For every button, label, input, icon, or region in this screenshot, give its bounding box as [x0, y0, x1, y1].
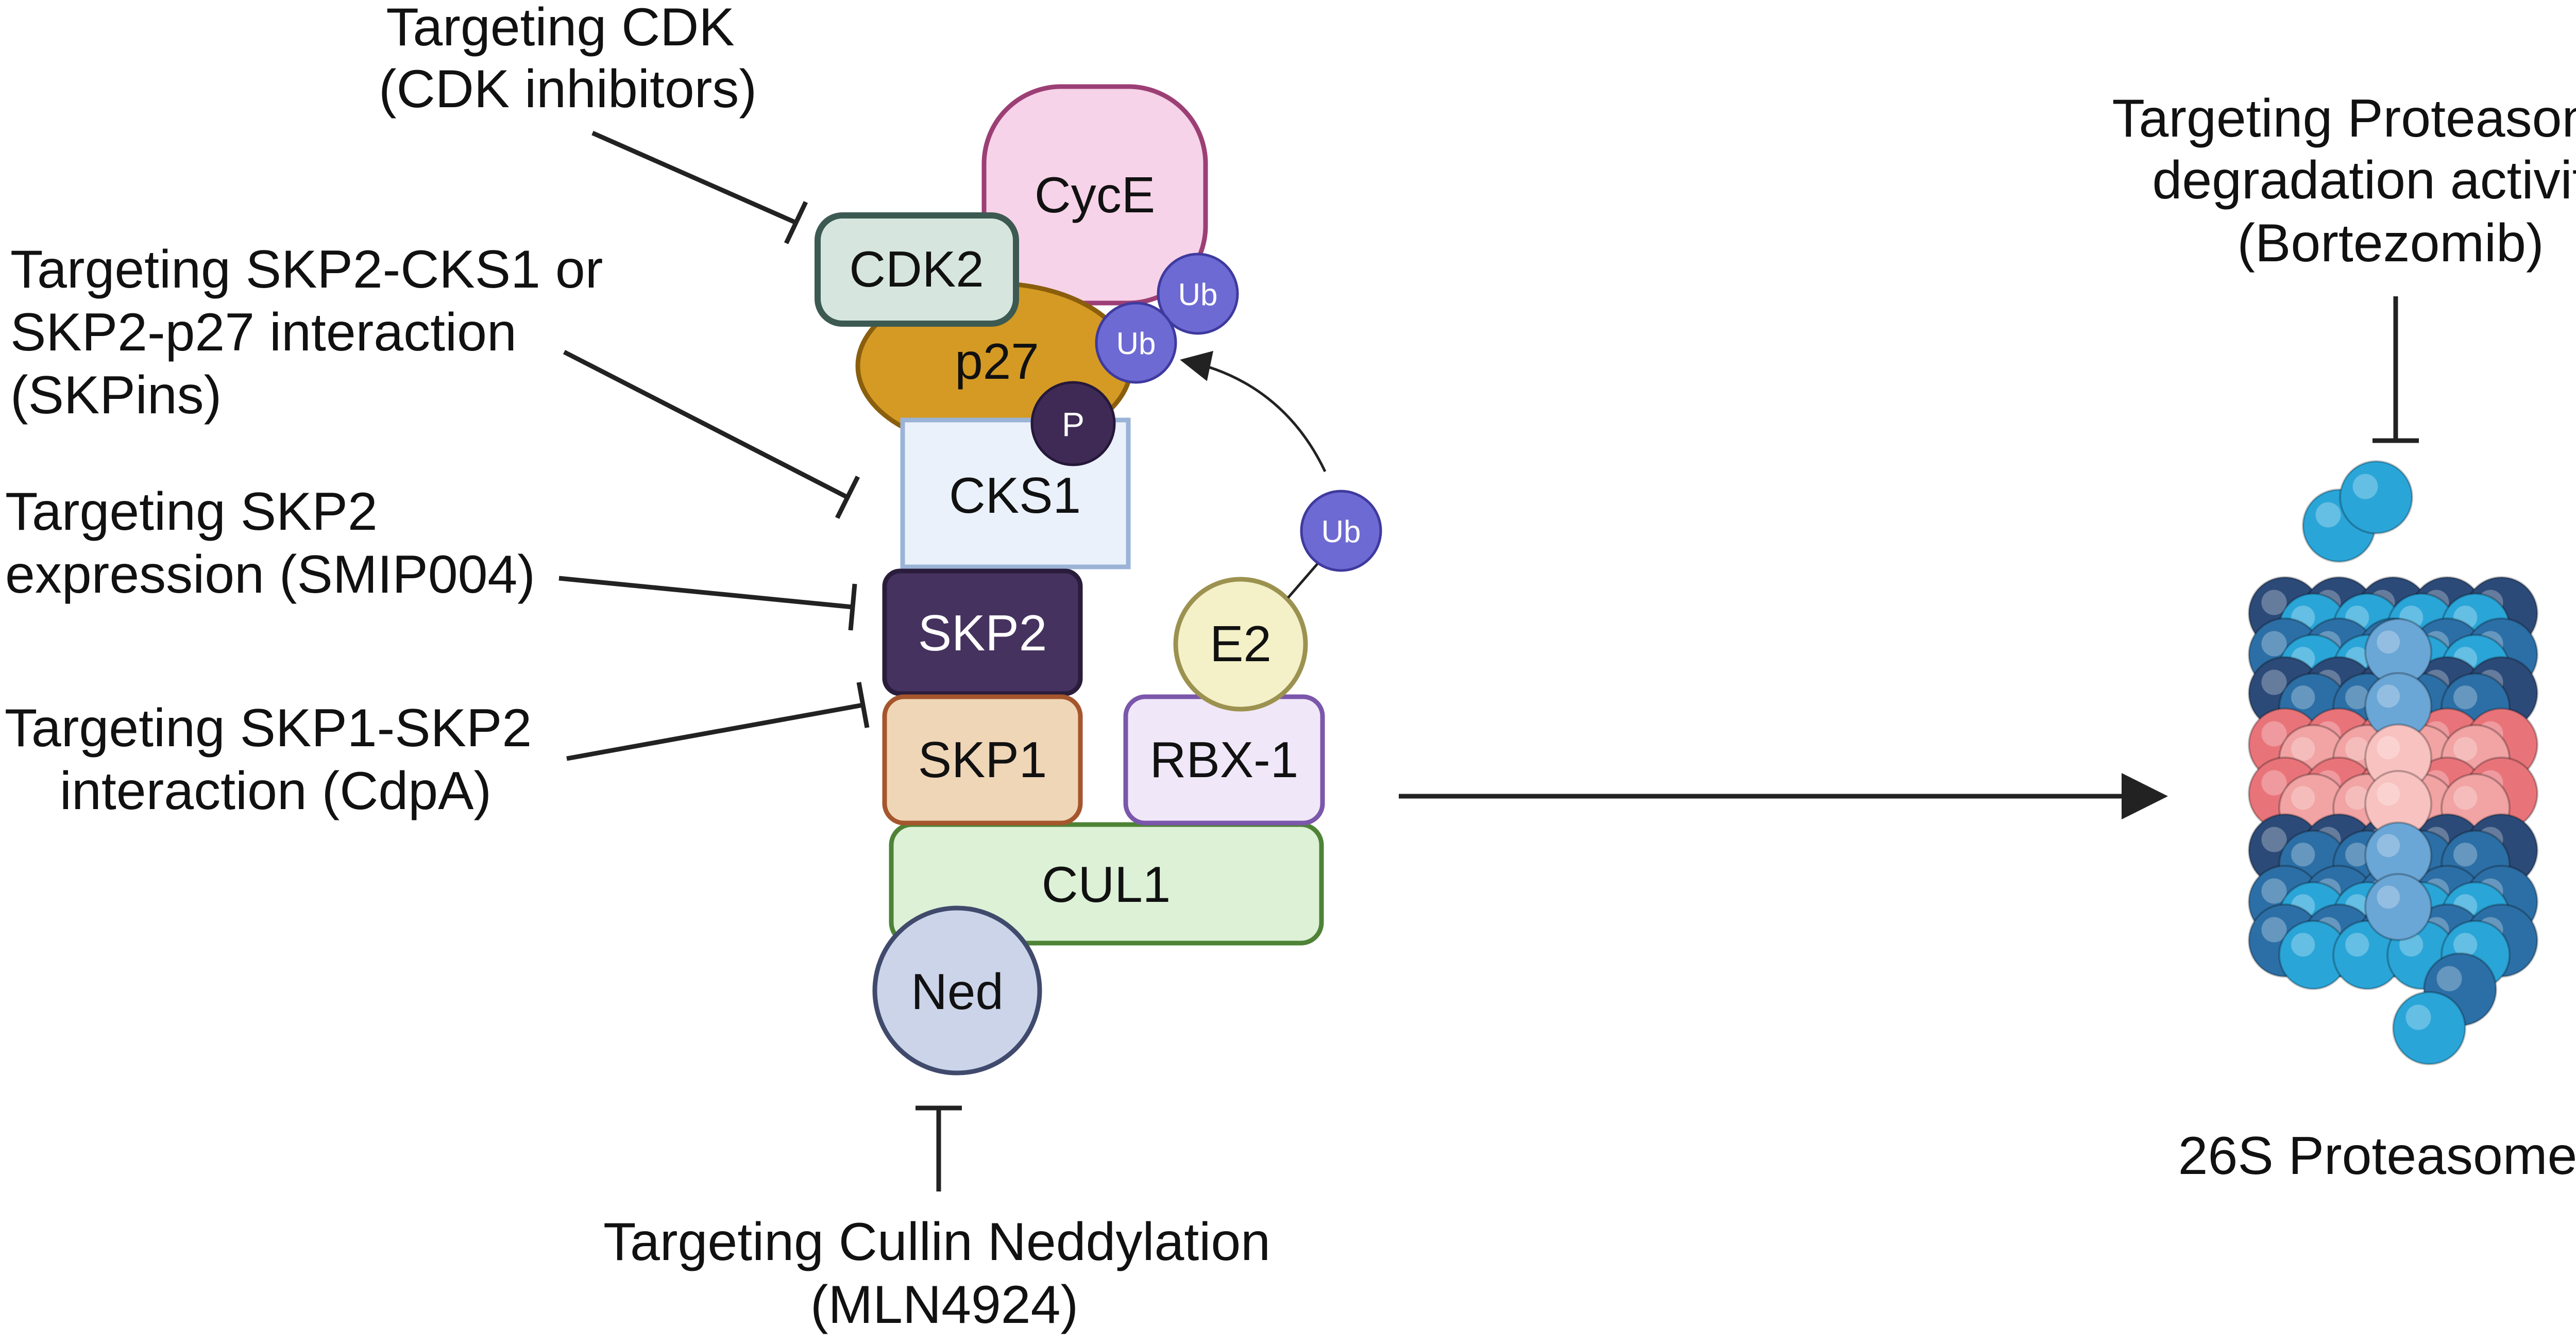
inhibitor-label-skp1-skp2: Targeting SKP1-SKP2 interaction (CdpA)	[5, 698, 547, 821]
proteasome-subunit-highlight	[2377, 630, 2400, 654]
cyce-node: CycE	[981, 84, 1208, 306]
proteasome-subunit-highlight	[2261, 827, 2287, 852]
skp2-node: SKP2	[882, 568, 1083, 696]
proteasome-subunit-highlight	[2436, 966, 2462, 992]
proteasome-subunit-highlight	[2345, 786, 2369, 810]
skp1-node: SKP1	[882, 694, 1083, 826]
proteasome-subunit	[2339, 460, 2413, 534]
e2-ub-connector	[1287, 558, 1323, 599]
inhibitor-line-neddylation	[916, 1105, 962, 1191]
cdk2-label: CDK2	[849, 241, 984, 297]
proteasome-subunit	[2392, 991, 2466, 1065]
skp1-label: SKP1	[918, 731, 1047, 788]
inhibitor-label-cdk: Targeting CDK (CDK inhibitors)	[379, 0, 757, 119]
proteasome-subunit-highlight	[2261, 590, 2287, 615]
inhibitor-line-skp1-skp2	[566, 682, 870, 761]
p27-label: p27	[955, 333, 1039, 390]
proteasome-subunit-highlight	[2345, 737, 2369, 761]
proteasome-subunit-highlight	[2453, 933, 2478, 957]
ub-transfer-arrow	[1180, 350, 1327, 473]
inhibitor-line-proteasome	[2372, 296, 2419, 443]
proteasome-subunit-highlight	[2377, 782, 2400, 806]
inhibitor-label-neddylation: Targeting Cullin Neddylation (MLN4924)	[603, 1212, 1285, 1335]
cul1-node: CUL1	[889, 822, 1324, 946]
proteasome-subunit-highlight	[2291, 843, 2315, 867]
ub-label-lower: Ub	[1116, 326, 1156, 361]
inhibitor-label-skp2-cks1: Targeting SKP2-CKS1 or SKP2-p27 interact…	[10, 240, 618, 425]
proteasome-subunit-highlight	[2377, 834, 2400, 858]
proteasome-subunit-highlight	[2453, 685, 2478, 710]
rbx1-label: RBX-1	[1150, 731, 1299, 788]
proteasome-subunit-highlight	[2261, 878, 2287, 904]
ub-badge-upper: Ub	[1157, 253, 1239, 335]
proteasome-subunit-highlight	[2261, 770, 2287, 796]
phospho-badge: P	[1030, 381, 1116, 466]
cdk2-node: CDK2	[815, 212, 1019, 327]
ub-badge-lower: Ub	[1095, 301, 1177, 384]
proteasome-subunit	[2364, 873, 2432, 941]
inhibitor-label-skp2-expr: Targeting SKP2 expression (SMIP004)	[5, 482, 535, 605]
skp2-label: SKP2	[918, 605, 1047, 661]
proteasome-subunit-highlight	[2352, 474, 2378, 499]
proteasome-icon	[2248, 460, 2538, 1065]
proteasome-subunit-highlight	[2261, 669, 2287, 695]
ned-node: Ned	[872, 905, 1042, 1076]
proteasome-subunit-highlight	[2345, 933, 2369, 957]
proteasome-subunit-highlight	[2345, 685, 2369, 710]
proteasome-subunit-highlight	[2291, 685, 2315, 710]
proteasome-subunit-highlight	[2291, 737, 2315, 761]
proteasome-subunit-highlight	[2377, 736, 2400, 760]
ned-label: Ned	[911, 963, 1004, 1020]
proteasome-subunit-highlight	[2345, 843, 2369, 867]
proteasome-subunit-highlight	[2291, 933, 2315, 957]
proteasome-subunit-highlight	[2453, 737, 2478, 761]
phospho-label: P	[1062, 405, 1084, 443]
cyce-label: CycE	[1035, 166, 1155, 223]
inhibitor-line-cdk	[591, 130, 808, 244]
proteasome-subunit-highlight	[2377, 684, 2400, 708]
proteasome-subunit-highlight	[2453, 786, 2478, 810]
proteasome-subunit-highlight	[2291, 786, 2315, 810]
inhibitor-line-skp2-expr	[558, 576, 857, 631]
ub-label-upper: Ub	[1178, 277, 1218, 312]
cul1-label: CUL1	[1042, 856, 1171, 913]
e2-node: E2	[1173, 577, 1308, 712]
proteasome-subunit-highlight	[2261, 917, 2287, 943]
ub-label-free: Ub	[1321, 514, 1361, 549]
rbx1-node: RBX-1	[1123, 694, 1325, 826]
proteasome-subunit-highlight	[2261, 631, 2287, 657]
proteasome-subunit-highlight	[2261, 721, 2287, 747]
e2-label: E2	[1210, 615, 1272, 672]
ub-badge-free: Ub	[1300, 490, 1382, 572]
inhibitor-line-skp2-cks1	[563, 349, 860, 519]
proteasome-subunit-highlight	[2453, 843, 2478, 867]
proteasome-subunit-highlight	[2377, 885, 2400, 909]
proteasome-subunit-highlight	[2405, 1004, 2431, 1030]
inhibitor-label-proteasome: Targeting Proteasome- degradation activi…	[2112, 89, 2576, 273]
proteasome-subunit-highlight	[2315, 502, 2341, 528]
cks1-label: CKS1	[949, 467, 1081, 524]
proteasome-label: 26S Proteasome	[2178, 1126, 2576, 1186]
